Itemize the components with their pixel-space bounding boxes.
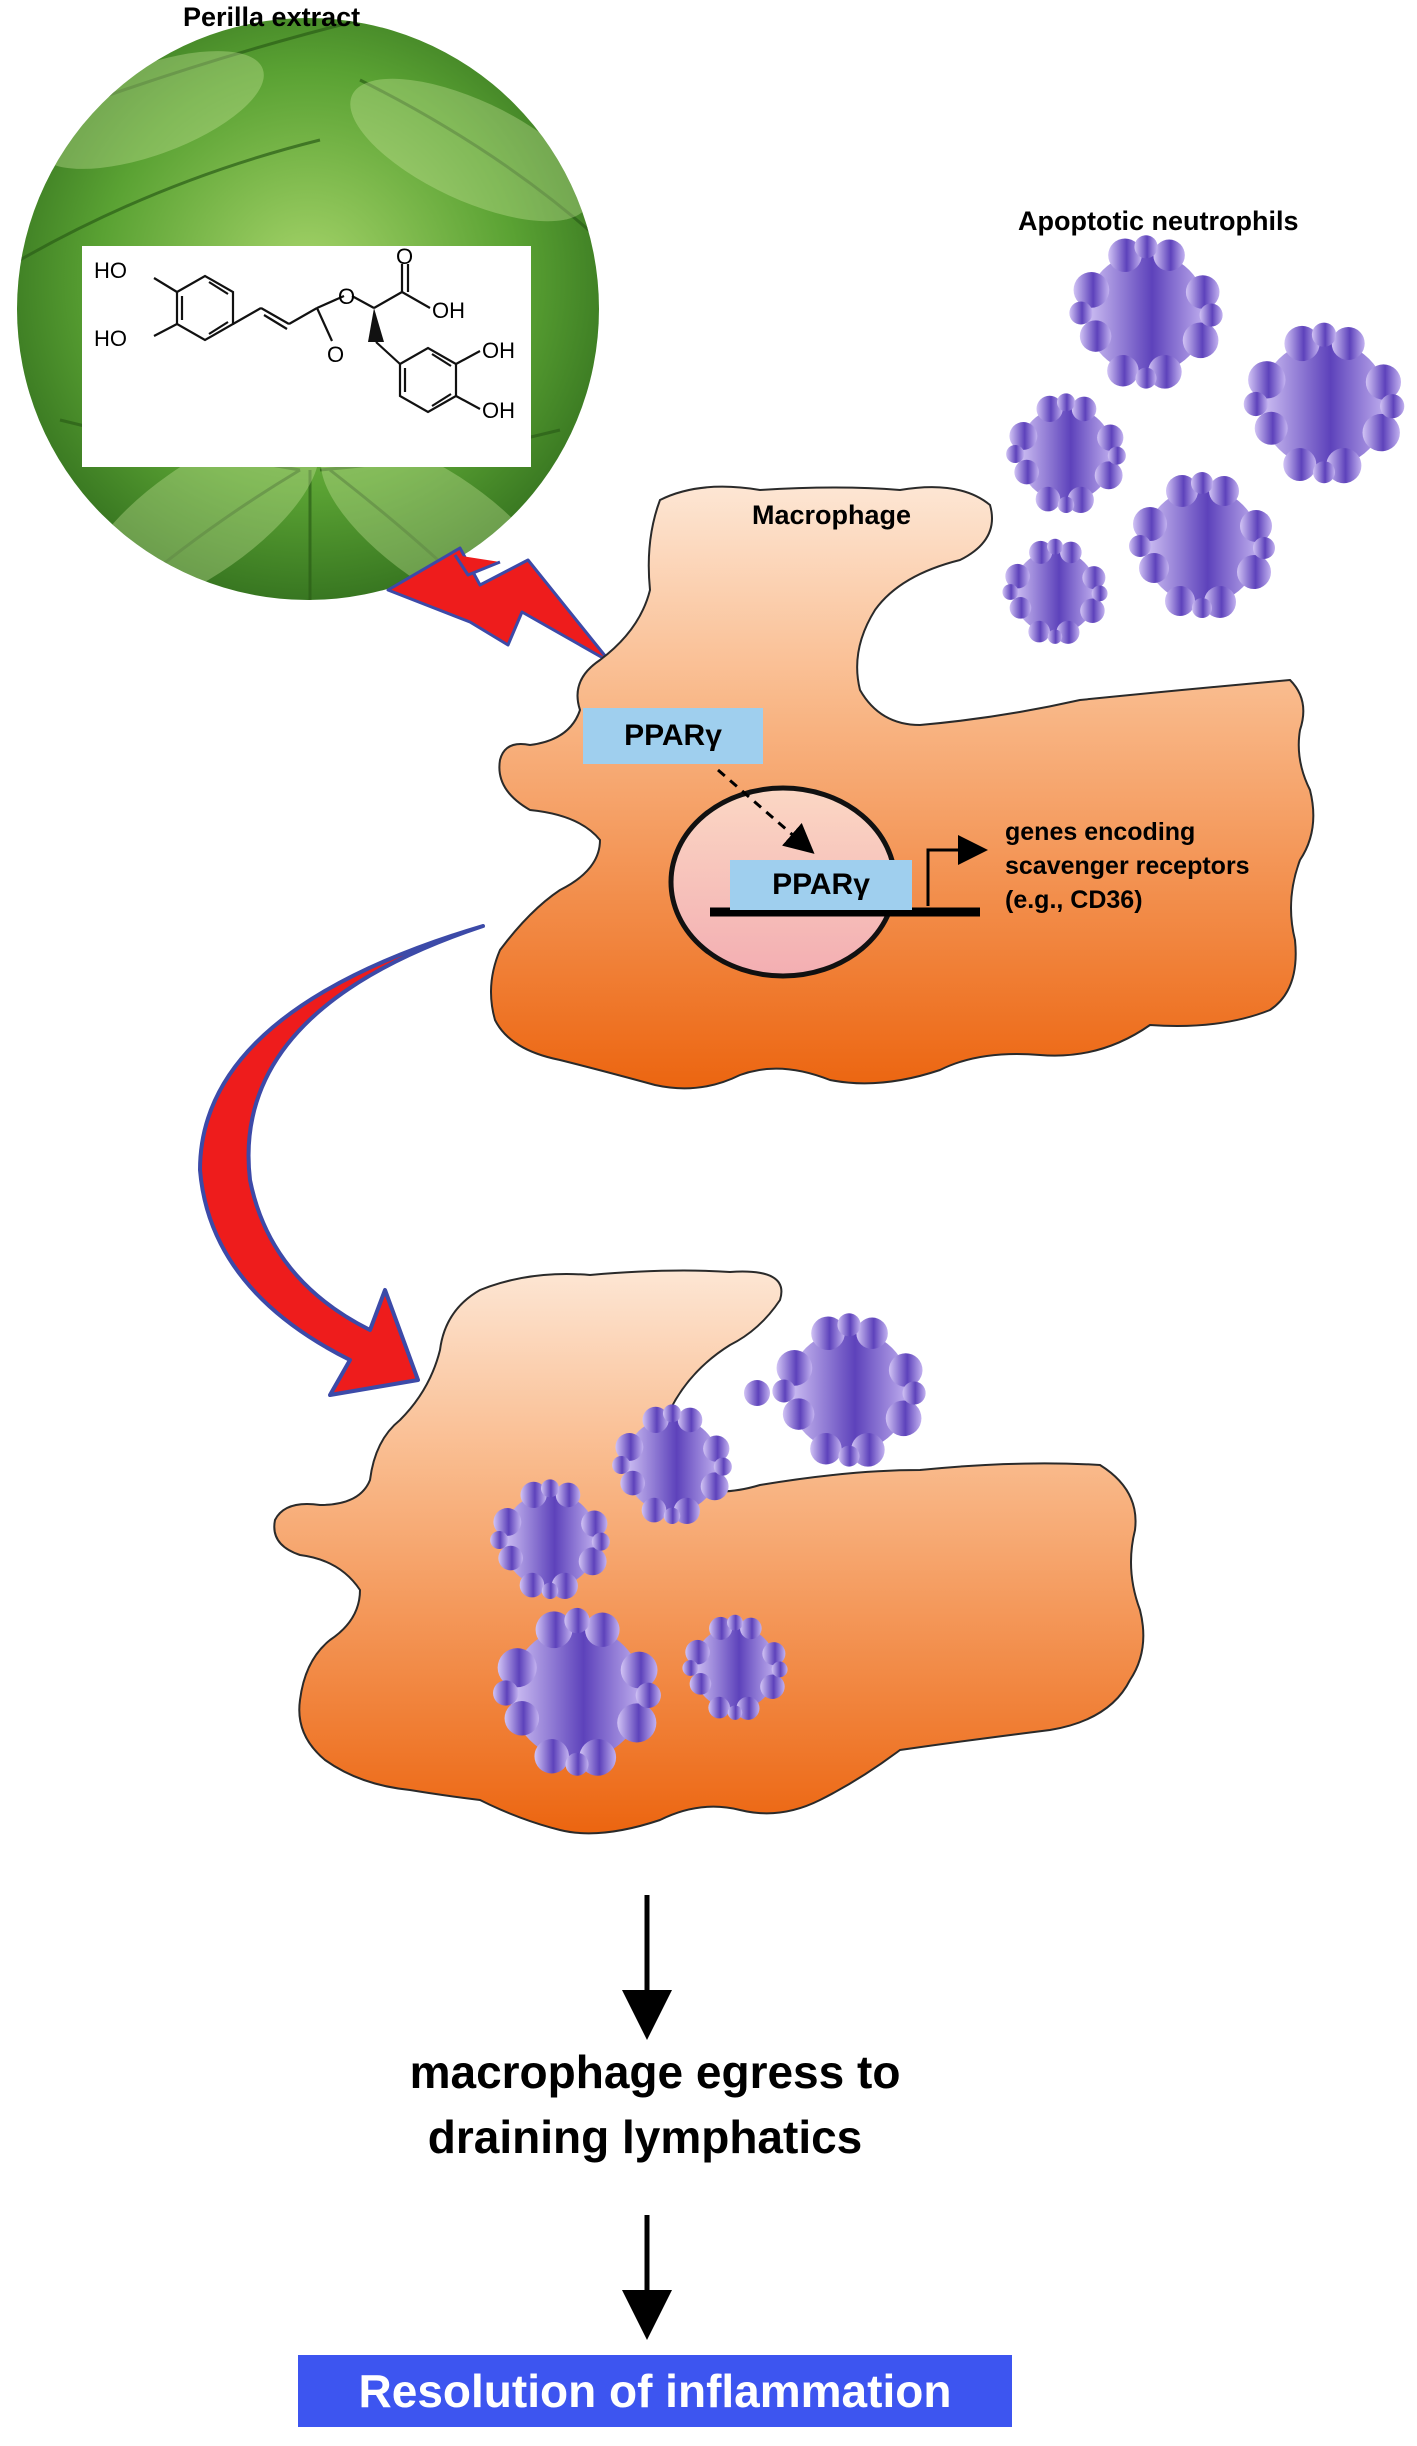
neutrophils-top (1002, 235, 1405, 644)
genes-label-line1: genes encoding (1005, 818, 1196, 846)
apoptotic-neutrophil (1243, 322, 1405, 484)
apoptotic-neutrophil (1129, 472, 1275, 618)
promoter-arrow (926, 835, 988, 906)
chem-o-acid: O (396, 244, 414, 269)
chem-oh-ring1: OH (482, 338, 515, 363)
chem-oh-ring2: OH (482, 398, 515, 423)
chemical-bonds (153, 264, 481, 414)
translocation-arrow (717, 768, 815, 854)
resolution-box: Resolution of inflammation (298, 2355, 1012, 2427)
ppar-gamma-cytoplasm: PPARγ (583, 708, 763, 764)
perilla-extract-label: Perilla extract (183, 2, 361, 32)
apoptotic-neutrophils-label: Apoptotic neutrophils (1018, 206, 1299, 236)
chem-oh-acid: OH (432, 298, 465, 323)
apoptotic-neutrophil (1006, 393, 1126, 514)
egress-label-line2: draining lymphatics (427, 2111, 863, 2163)
chem-ho-left: HO (94, 326, 127, 351)
genes-label-line3: (e.g., CD36) (1005, 886, 1143, 914)
neutrophils-bottom (490, 1313, 926, 1776)
macrophage-label: Macrophage (752, 500, 912, 530)
curved-arrow (198, 924, 485, 1397)
chem-o-carbonyl: O (327, 342, 345, 367)
egress-label-line1: macrophage egress to (409, 2046, 901, 2098)
neutrophil-fragment (744, 1380, 770, 1406)
chem-o-ester: O (338, 284, 356, 309)
ppar-gamma-nucleus: PPARγ (730, 860, 912, 910)
apoptotic-neutrophil (1002, 538, 1108, 644)
chem-ho-top: HO (94, 258, 127, 283)
rosmarinic-acid-structure: HO HO O O O OH OH OH (82, 244, 531, 467)
apoptotic-neutrophil (1069, 235, 1223, 389)
apoptotic-neutrophil (772, 1313, 926, 1467)
genes-label-line2: scavenger receptors (1005, 852, 1250, 880)
